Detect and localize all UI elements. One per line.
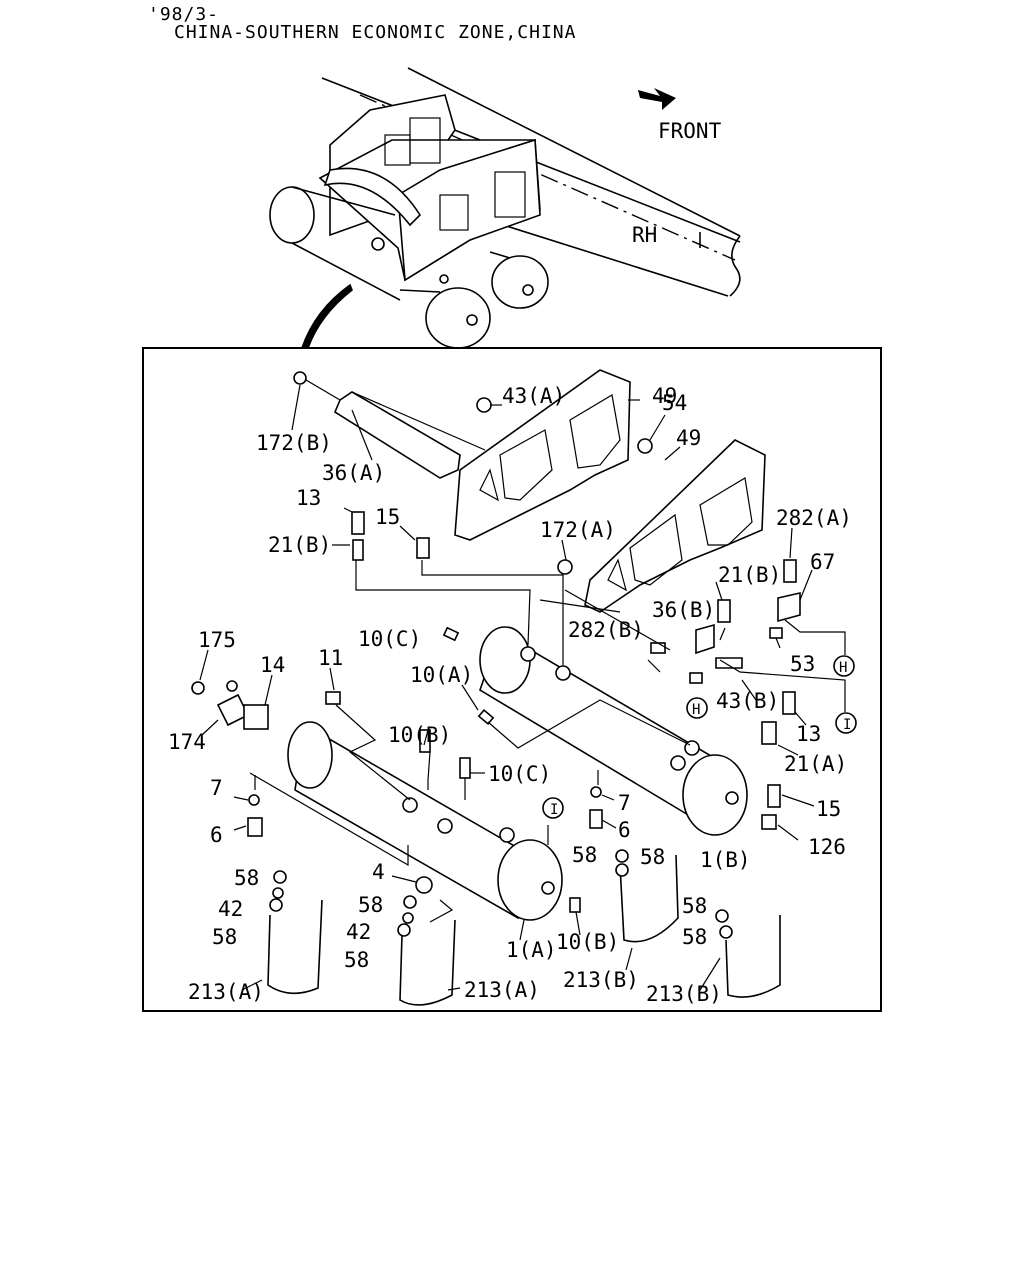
u-bolts <box>267 849 781 1006</box>
callout-21b-left: 21(B) <box>268 533 331 557</box>
callout-58-h: 58 <box>358 893 383 917</box>
callout-10b-lower: 10(B) <box>556 930 619 954</box>
callout-58-g: 58 <box>344 948 369 972</box>
callout-49-upper: 49 <box>652 384 677 408</box>
callout-174: 174 <box>168 730 206 754</box>
callout-58-b: 58 <box>640 845 665 869</box>
connector-h-left <box>686 697 708 719</box>
front-label: FRONT <box>658 119 722 143</box>
callout-172b: 172(B) <box>256 431 332 455</box>
callout-213b-right: 213(B) <box>646 982 722 1006</box>
connector-h-left-label: H <box>692 702 700 718</box>
callout-6-right: 6 <box>618 818 631 842</box>
connector-h-right-label: H <box>839 660 847 676</box>
callout-58-c: 58 <box>234 866 259 890</box>
callout-1b: 1(B) <box>700 848 751 872</box>
tank-1a <box>287 721 563 921</box>
connector-h-right <box>833 655 855 677</box>
detail-frame <box>142 347 882 1012</box>
callout-175: 175 <box>198 628 236 652</box>
callout-172a: 172(A) <box>540 518 616 542</box>
callout-42-left: 42 <box>218 897 243 921</box>
callout-36a: 36(A) <box>322 461 385 485</box>
date-code: '98/3- <box>148 4 220 25</box>
leaders <box>199 384 815 991</box>
detail-pointer <box>300 283 353 349</box>
callout-15-upper: 15 <box>375 505 400 529</box>
callout-53: 53 <box>790 652 815 676</box>
region-title: CHINA-SOUTHERN ECONOMIC ZONE,CHINA <box>174 22 577 43</box>
rh-label: RH <box>632 223 657 247</box>
callout-4: 4 <box>372 860 385 884</box>
callout-13-upper: 13 <box>296 486 321 510</box>
callout-49-lower: 49 <box>676 426 701 450</box>
callout-58-a: 58 <box>572 843 597 867</box>
bracket-49-lower <box>584 439 766 613</box>
callout-282a: 282(A) <box>776 506 852 530</box>
callout-10c-upper: 10(C) <box>358 627 421 651</box>
callout-67: 67 <box>810 550 835 574</box>
callout-213a-left: 213(A) <box>188 980 264 1004</box>
callout-13-lower: 13 <box>796 722 821 746</box>
callout-43b: 43(B) <box>716 689 779 713</box>
callout-1a: 1(A) <box>506 938 557 962</box>
callout-58-f: 58 <box>682 925 707 949</box>
callout-42-right: 42 <box>346 920 371 944</box>
callout-213b-left: 213(B) <box>563 968 639 992</box>
callout-282b: 282(B) <box>568 618 644 642</box>
pipe-lines <box>249 560 846 923</box>
connectors: H I H I <box>542 655 857 819</box>
front-arrow-icon <box>638 88 676 110</box>
callout-58-e: 58 <box>682 894 707 918</box>
callout-10b-upper: 10(B) <box>388 723 451 747</box>
callout-15-lower: 15 <box>816 797 841 821</box>
callout-14: 14 <box>260 653 285 677</box>
callout-213a-right: 213(A) <box>464 978 540 1002</box>
connector-i-left <box>542 797 564 819</box>
callout-10c-lower: 10(C) <box>488 762 551 786</box>
connector-i-right <box>835 712 857 734</box>
fittings <box>191 397 801 913</box>
callout-10a: 10(A) <box>410 663 473 687</box>
callout-21b-right: 21(B) <box>718 563 781 587</box>
callout-54: 54 <box>662 391 687 415</box>
callout-7-right: 7 <box>618 791 631 815</box>
callout-126: 126 <box>808 835 846 859</box>
callout-11: 11 <box>318 646 343 670</box>
connector-i-right-label: I <box>843 717 851 733</box>
bracket-49-upper <box>454 369 631 541</box>
callout-7-left: 7 <box>210 776 223 800</box>
callout-labels: 43(A) 49 54 49 172(B) 36(A) 13 15 172(A)… <box>168 384 852 1006</box>
callout-21a: 21(A) <box>784 752 847 776</box>
callout-36b: 36(B) <box>652 598 715 622</box>
callout-58-d: 58 <box>212 925 237 949</box>
callout-6-left: 6 <box>210 823 223 847</box>
callout-43a: 43(A) <box>502 384 565 408</box>
cross-member-36a <box>293 371 486 479</box>
connector-i-left-label: I <box>550 802 558 818</box>
overview-brackets <box>318 94 541 282</box>
overview-tanks <box>269 186 549 349</box>
tank-1b <box>479 626 748 836</box>
overview-illustration: FRONT RH <box>269 67 741 349</box>
